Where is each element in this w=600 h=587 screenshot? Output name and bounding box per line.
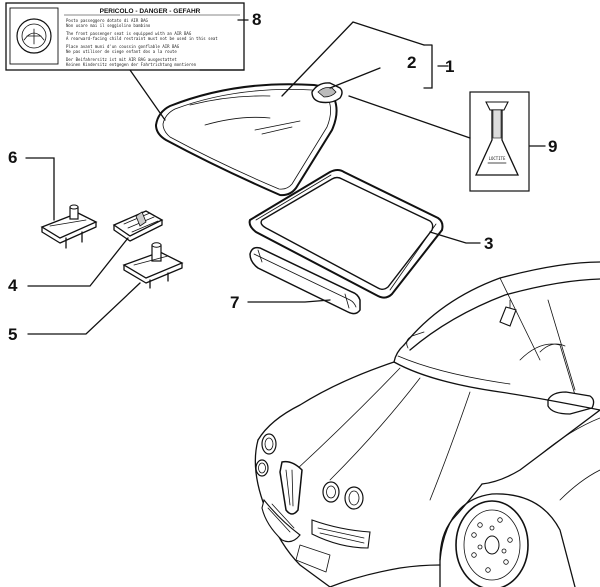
warning-label-line: Ne pas utiliser de siege enfant dos a la… xyxy=(66,49,177,54)
adhesive-tube: LOCTITE xyxy=(469,91,530,192)
mirror-mount-bracket xyxy=(311,82,343,104)
tube-label-text: LOCTITE xyxy=(489,156,506,161)
warning-label-line: Keinen Kindersitz entgegen der Fahrtrich… xyxy=(66,62,197,67)
warning-label-sticker: PERICOLO - DANGER - GEFAHR Posto passegg… xyxy=(5,2,245,71)
windscreen-glass xyxy=(154,83,338,197)
retaining-clip-4 xyxy=(112,210,164,242)
lower-moulding-strip xyxy=(249,246,361,315)
callout-2: 2 xyxy=(407,53,416,72)
warning-label-line: A rearward-facing child restraint must n… xyxy=(66,36,218,41)
callout-9: 9 xyxy=(548,137,557,156)
airbag-emblem-icon xyxy=(16,18,52,54)
grille-shield-icon xyxy=(279,460,303,515)
warning-label-line: Posto passeggero dotato di AIR BAG xyxy=(66,18,148,23)
leader-lines xyxy=(25,19,546,335)
callout-5: 5 xyxy=(8,325,17,344)
warning-label-line: Der Beifahrersitz ist mit AIR BAG ausges… xyxy=(66,57,177,62)
warning-label-header: PERICOLO - DANGER - GEFAHR xyxy=(100,8,201,15)
warning-label-line: Non usare mai il seggiolino bambino xyxy=(66,23,151,28)
retaining-clip-6 xyxy=(40,204,98,249)
callout-6: 6 xyxy=(8,148,17,167)
callout-8: 8 xyxy=(252,10,261,29)
callout-1: 1 xyxy=(445,57,454,76)
warning-label-line: The front passenger seat is equipped wit… xyxy=(66,31,192,36)
car-front-illustration xyxy=(254,261,600,587)
callout-4: 4 xyxy=(8,276,18,295)
callout-3: 3 xyxy=(484,234,493,253)
retaining-clip-5 xyxy=(122,242,184,289)
warning-label-line: Place avant muni d'un coussin gonflable … xyxy=(66,44,180,49)
callout-7: 7 xyxy=(230,293,239,312)
windscreen-seal xyxy=(248,169,444,299)
